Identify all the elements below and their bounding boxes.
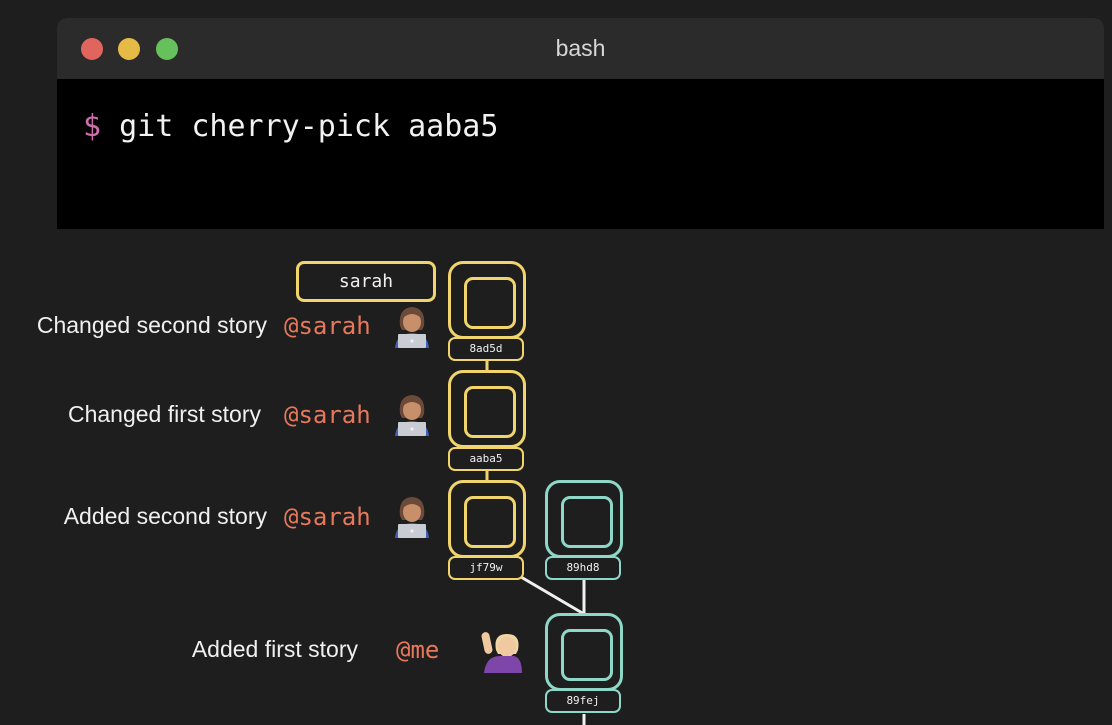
commit-author-aaba5: @sarah <box>284 401 371 429</box>
terminal-window: bash $ git cherry-pick aaba5 <box>57 18 1104 229</box>
commit-message-aaba5: Changed first story <box>67 401 261 427</box>
commit-box <box>448 261 526 339</box>
commit-box <box>448 370 526 448</box>
commit-node-8ad5d[interactable] <box>448 261 528 339</box>
commit-hash-jf79w: jf79w <box>448 556 524 580</box>
woman-technologist-icon <box>395 307 429 348</box>
edge-jf79w-89fej <box>520 575 585 616</box>
commit-author-8ad5d: @sarah <box>284 312 371 340</box>
commit-hash-aaba5: aaba5 <box>448 447 524 471</box>
terminal-title: bash <box>555 35 606 61</box>
person-raising-hand-icon <box>481 632 522 673</box>
close-window-button[interactable] <box>81 38 103 60</box>
commit-message-89fej: Added first story <box>191 636 358 662</box>
zoom-window-button[interactable] <box>156 38 178 60</box>
commit-node-aaba5[interactable] <box>448 370 528 448</box>
command-line[interactable]: $ git cherry-pick aaba5 <box>83 109 498 144</box>
woman-technologist-icon <box>395 395 429 436</box>
prompt-symbol: $ <box>83 109 102 144</box>
commit-hash-89fej: 89fej <box>545 689 621 713</box>
minimize-window-button[interactable] <box>118 38 140 60</box>
commit-author-89fej: @me <box>396 636 440 664</box>
commit-box <box>448 480 526 558</box>
commit-box <box>545 613 623 691</box>
commit-box <box>545 480 623 558</box>
commit-hash-8ad5d: 8ad5d <box>448 337 524 361</box>
commit-message-8ad5d: Changed second story <box>36 312 267 338</box>
commit-node-jf79w[interactable] <box>448 480 528 558</box>
branch-label-sarah: sarah <box>296 261 436 302</box>
woman-technologist-icon <box>395 497 429 538</box>
commit-author-jf79w: @sarah <box>284 503 371 531</box>
commit-node-89fej[interactable] <box>545 613 625 691</box>
commit-message-jf79w: Added second story <box>63 503 267 529</box>
commit-node-89hd8[interactable] <box>545 480 625 558</box>
command-text: git cherry-pick aaba5 <box>119 109 499 144</box>
commit-hash-89hd8: 89hd8 <box>545 556 621 580</box>
terminal-titlebar: bash <box>57 18 1104 79</box>
